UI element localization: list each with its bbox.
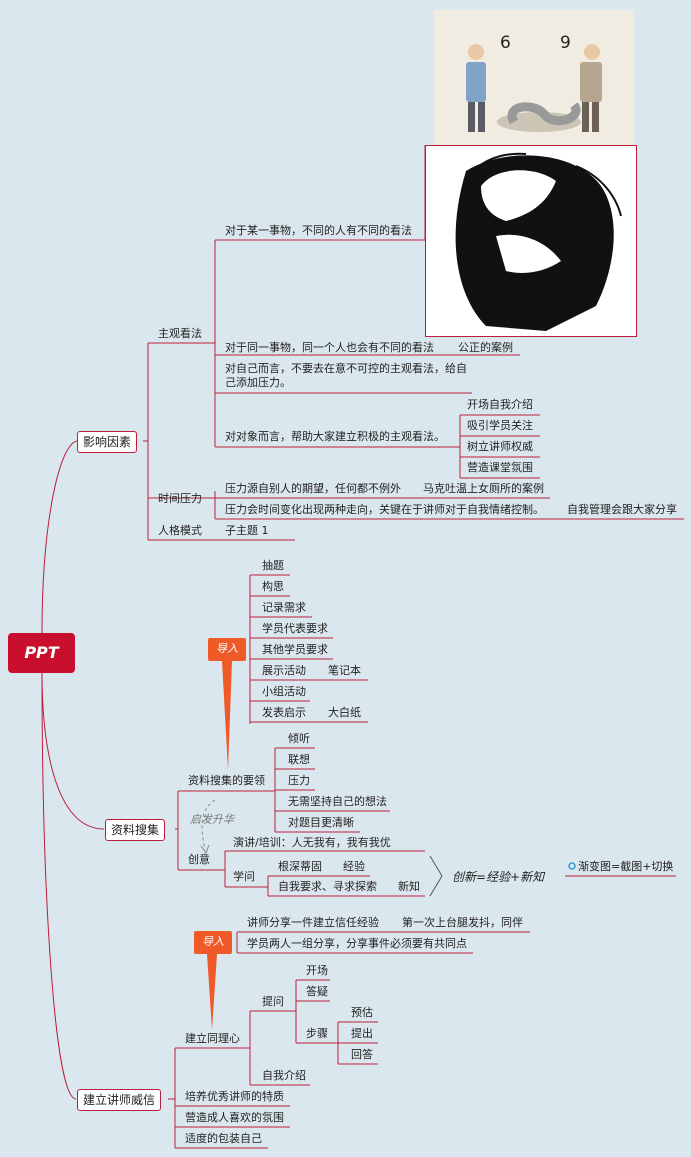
essentials-item-5[interactable]: 对题目更清晰 [288, 816, 354, 829]
self-intro-node[interactable]: 自我介绍 [262, 1069, 306, 1082]
intro-item-3[interactable]: 记录需求 [262, 601, 306, 614]
subjective-item-4-child-3[interactable]: 树立讲师权威 [467, 440, 533, 453]
steps-item-1[interactable]: 预估 [351, 1006, 373, 1019]
old-woman-young-woman-illusion [425, 145, 637, 337]
six-nine-illustration: 6 9 [434, 10, 634, 145]
root-node[interactable]: PPT [8, 633, 75, 673]
personality-child[interactable]: 子主题 1 [225, 524, 269, 537]
authority-intro-callout[interactable]: 导入 [194, 931, 232, 954]
subjective-node[interactable]: 主观看法 [158, 327, 202, 340]
personality-node[interactable]: 人格模式 [158, 524, 202, 537]
learning-root-child[interactable]: 经验 [343, 860, 365, 873]
subjective-item-4[interactable]: 对对象而言，帮助大家建立积极的主观看法。 [225, 430, 445, 443]
intro-item-6[interactable]: 展示活动 [262, 664, 306, 677]
time-item-2-child[interactable]: 自我管理会跟大家分享 [567, 503, 677, 516]
relation-label: 启发升华 [190, 813, 234, 826]
essentials-item-1[interactable]: 倾听 [288, 732, 310, 745]
authority-other-2[interactable]: 营造成人喜欢的氛围 [185, 1111, 284, 1124]
ask-item-2[interactable]: 答疑 [306, 985, 328, 998]
creative-node[interactable]: 创意 [188, 853, 210, 866]
steps-item-3[interactable]: 回答 [351, 1048, 373, 1061]
time-item-1-child[interactable]: 马克吐温上女厕所的案例 [423, 482, 544, 495]
research-intro-callout[interactable]: 导入 [208, 638, 246, 661]
time-item-1[interactable]: 压力源自别人的期望，任何都不例外 [225, 482, 401, 495]
research-node[interactable]: 资料搜集 [105, 819, 166, 841]
subjective-item-4-child-2[interactable]: 吸引学员关注 [467, 419, 533, 432]
essentials-node[interactable]: 资料搜集的要领 [188, 774, 265, 787]
learning-root-item[interactable]: 根深蒂固 [278, 860, 322, 873]
essentials-item-4[interactable]: 无需坚持自己的想法 [288, 795, 387, 808]
subjective-item-2-child[interactable]: 公正的案例 [458, 341, 513, 354]
subjective-item-3[interactable]: 对自己而言，不要去在意不可控的主观看法，给自己添加压力。 [225, 362, 467, 389]
steps-node[interactable]: 步骤 [306, 1027, 328, 1040]
share-item-1-child[interactable]: 第一次上台腿发抖，同伴 [402, 916, 523, 929]
share-item-2[interactable]: 学员两人一组分享，分享事件必须要有共同点 [247, 937, 467, 950]
time-item-2[interactable]: 压力会时间变化出现两种走向，关键在于讲师对于自我情绪控制。 [225, 503, 544, 516]
authority-other-3[interactable]: 适度的包装自己 [185, 1132, 262, 1145]
innovation-summary[interactable]: 创新=经验+新知 [452, 870, 545, 884]
intro-item-1[interactable]: 抽题 [262, 559, 284, 572]
two-men-arguing-icon [466, 44, 602, 132]
time-pressure-node[interactable]: 时间压力 [158, 492, 202, 505]
ask-node[interactable]: 提问 [262, 995, 284, 1008]
intro-item-4[interactable]: 学员代表要求 [262, 622, 328, 635]
intro-item-8[interactable]: 发表启示 [262, 706, 306, 719]
essentials-item-2[interactable]: 联想 [288, 753, 310, 766]
nine-label: 9 [560, 33, 571, 53]
intro-item-2[interactable]: 构思 [262, 580, 284, 593]
subjective-item-4-child-1[interactable]: 开场自我介绍 [467, 398, 533, 411]
creative-speech[interactable]: 演讲/培训：人无我有，我有我优 [233, 836, 391, 849]
ask-item-1[interactable]: 开场 [306, 964, 328, 977]
authority-other-1[interactable]: 培养优秀讲师的特质 [185, 1090, 284, 1103]
share-item-1[interactable]: 讲师分享一件建立信任经验 [247, 916, 379, 929]
subjective-item-2[interactable]: 对于同一事物，同一个人也会有不同的看法 [225, 341, 434, 354]
authority-node[interactable]: 建立讲师威信 [77, 1089, 162, 1111]
learning-self-item[interactable]: 自我要求、寻求探索 [278, 880, 377, 893]
subjective-item-1[interactable]: 对于某一事物，不同的人有不同的看法 [225, 224, 412, 237]
intro-item-5[interactable]: 其他学员要求 [262, 643, 328, 656]
subjective-item-4-child-4[interactable]: 营造课堂氛围 [467, 461, 533, 474]
steps-item-2[interactable]: 提出 [351, 1027, 373, 1040]
learning-self-child[interactable]: 新知 [398, 880, 420, 893]
creative-learning[interactable]: 学问 [233, 870, 255, 883]
influence-node[interactable]: 影响因素 [77, 431, 138, 453]
six-label: 6 [500, 33, 511, 53]
intro-item-6-child[interactable]: 笔记本 [328, 664, 361, 677]
illusion-drawing-icon [455, 152, 622, 331]
intro-item-8-child[interactable]: 大白纸 [328, 706, 361, 719]
empathy-node[interactable]: 建立同理心 [185, 1032, 240, 1045]
intro-item-7[interactable]: 小组活动 [262, 685, 306, 698]
innovation-summary-child[interactable]: 渐变图=截图+切换 [578, 860, 674, 873]
essentials-item-3[interactable]: 压力 [288, 774, 310, 787]
